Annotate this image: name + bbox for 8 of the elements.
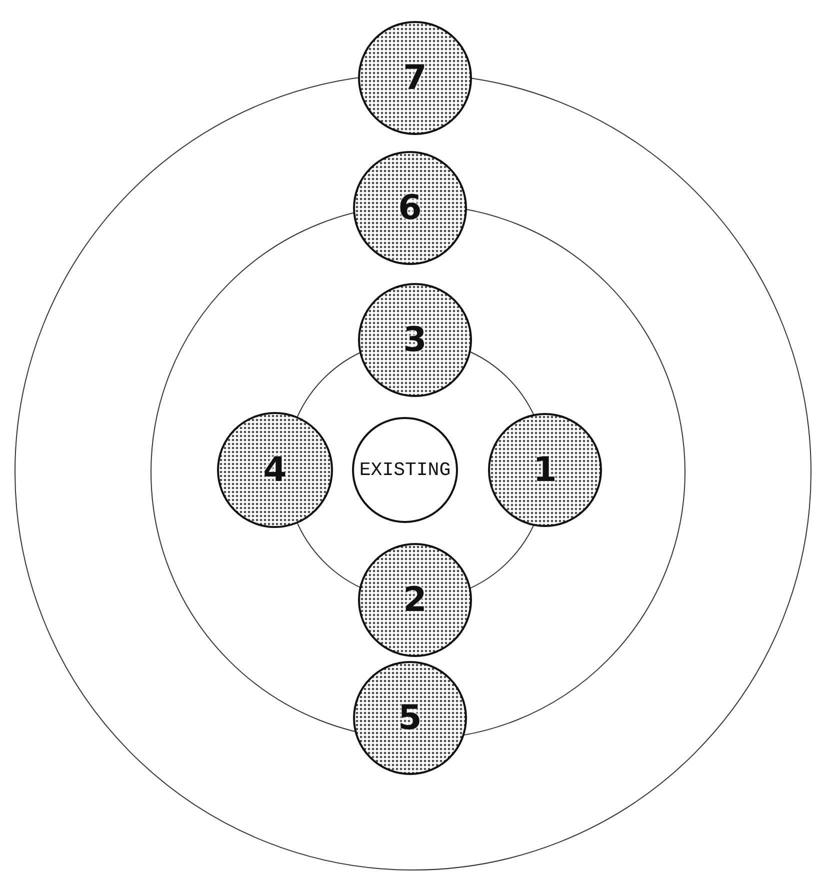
circle-label: 7 [403,58,427,98]
circle-label: 1 [533,450,557,490]
circle-label: 6 [398,188,422,228]
circle-label: 5 [398,698,422,738]
circle-label: EXISTING [359,459,451,481]
circle-label: 4 [263,450,287,490]
circle-label: 3 [403,320,427,360]
circle-label: 2 [403,580,427,620]
